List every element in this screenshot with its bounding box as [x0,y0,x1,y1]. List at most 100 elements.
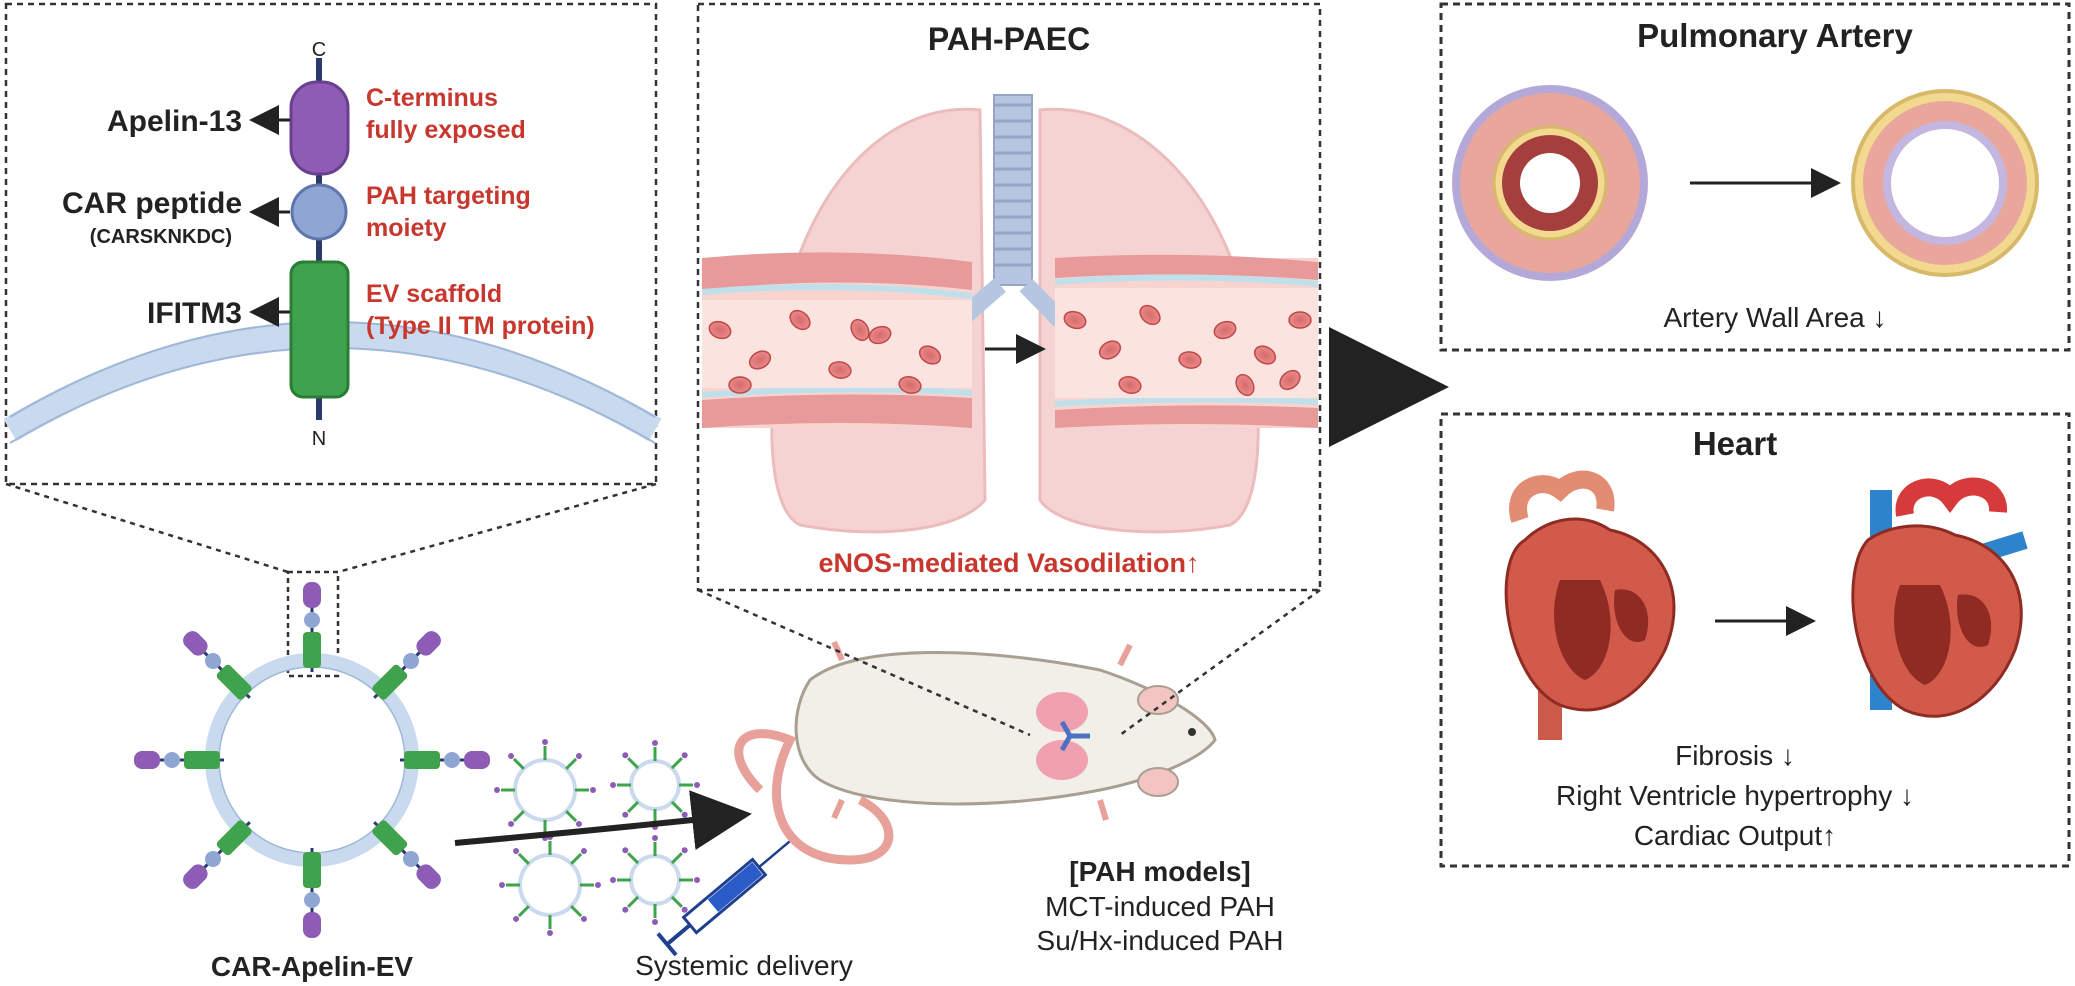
ev-construct-ifitm [303,632,321,668]
zoom-line-left [5,482,289,574]
car-apelin-ev [134,582,490,938]
small-ev-construct [517,852,530,865]
small-ev-apelin [508,820,515,827]
paec-zoom-left [697,588,1031,737]
heart-panel: Heart Fibrosis ↓ Right Ventricle hypertr… [1439,412,2071,868]
small-ev-apelin [513,848,520,855]
small-ev [629,759,681,811]
ev-construct-apelin [183,864,208,889]
red-blood-cell [1118,376,1142,394]
small-ev-apelin [580,915,587,922]
red-blood-cell [1279,369,1301,391]
ev-construct [372,631,441,700]
ev-construct-apelin [416,631,441,656]
small-ev-apelin [610,877,616,883]
red-blood-cell [708,320,732,340]
car-sequence-label: (CARSKNKDC) [90,226,232,248]
ev-construct-ifitm [184,751,220,769]
small-ev-construct [512,810,525,823]
artery-after [1851,89,2039,277]
small-ev-construct [670,852,683,865]
ev-label: CAR-Apelin-EV [211,951,414,982]
small-ev-construct [570,905,583,918]
n-terminus-label: N [312,428,326,450]
small-ev-construct [565,757,578,770]
ev-construct-apelin [303,582,321,608]
mouse-lung-upper [1036,692,1088,732]
small-ev [629,854,681,906]
mouse-tail [734,729,894,865]
small-ev-group [494,739,700,936]
apelin-label: Apelin-13 [107,105,242,138]
small-ev-apelin [575,753,582,760]
small-ev-apelin [681,752,688,759]
construct-panel: C N Apelin-13 CAR peptide (CARSKNKDC) IF… [3,2,662,486]
heart-panel-frame [1439,412,2071,868]
paec-panel: PAH-PAEC eNO [696,2,1322,592]
heart-outcome-2: Right Ventricle hypertrophy ↓ [1556,780,1914,811]
red-blood-cell [1213,320,1237,340]
red-blood-cell [728,376,752,394]
red-blood-cell [918,345,942,365]
ifitm-desc-2: (Type II TM protein) [366,312,595,340]
red-blood-cell [1178,351,1202,369]
small-ev-apelin [542,739,548,745]
ev-construct [134,751,224,769]
small-ev-construct [570,852,583,865]
ev-construct-car [402,653,419,670]
red-blood-cell [1235,373,1255,397]
ev-construct-ifitm [404,751,440,769]
heart-outcome-3: Cardiac Output↑ [1634,820,1836,851]
red-blood-cell [828,361,852,379]
model-item-1: MCT-induced PAH [1045,891,1275,922]
red-blood-cell [1098,340,1122,360]
model-item-2: Su/Hx-induced PAH [1037,925,1284,956]
ev-construct [372,820,441,889]
small-ev-construct [627,800,640,813]
small-ev-apelin [694,877,700,883]
ev-construct-car [164,752,180,768]
artery-panel: Pulmonary Artery Artery Wall Area ↓ [1439,2,2071,352]
small-ev-apelin [652,835,658,841]
red-blood-cell [748,350,772,370]
ev-construct-car [444,752,460,768]
small-ev-construct [670,895,683,908]
small-ev [518,853,582,917]
red-blood-cell [1253,345,1277,365]
ev-construct-ifitm [372,664,408,700]
red-blood-cell [1063,310,1087,330]
small-ev-construct [512,757,525,770]
ev-construct-apelin [183,631,208,656]
delivery-label: Systemic delivery [635,950,853,981]
ifitm3-domain [289,260,350,399]
zoom-line-right [337,482,657,574]
artery-panel-frame [1439,2,2071,352]
small-ev-apelin [508,753,515,760]
heart-after [1851,477,2028,718]
ev-construct-car [205,850,222,867]
small-ev-apelin [595,882,601,888]
heart-before [1504,470,1676,740]
small-ev-apelin [622,906,629,913]
small-ev-apelin [575,820,582,827]
mouse-body [794,651,1217,806]
small-ev-apelin [622,811,629,818]
small-ev-apelin [590,787,596,793]
vessel-after [1054,254,1319,428]
paec-panel-frame [696,2,1322,592]
artery-caption: Artery Wall Area ↓ [1663,302,1886,333]
apelin-desc-2: fully exposed [366,116,526,144]
ev-construct-ifitm [372,820,408,856]
ev-construct-ifitm [216,820,252,856]
ev-construct-apelin [464,751,490,769]
small-ev-apelin [622,847,629,854]
ev-construct-car [402,850,419,867]
red-blood-cell [850,318,870,342]
vessel-before [701,252,973,428]
ev-construct-car [304,612,320,628]
artery-title: Pulmonary Artery [1637,17,1913,54]
small-ev-apelin [681,906,688,913]
ev-construct-ifitm [216,664,252,700]
heart-outcome-1: Fibrosis ↓ [1675,740,1795,771]
